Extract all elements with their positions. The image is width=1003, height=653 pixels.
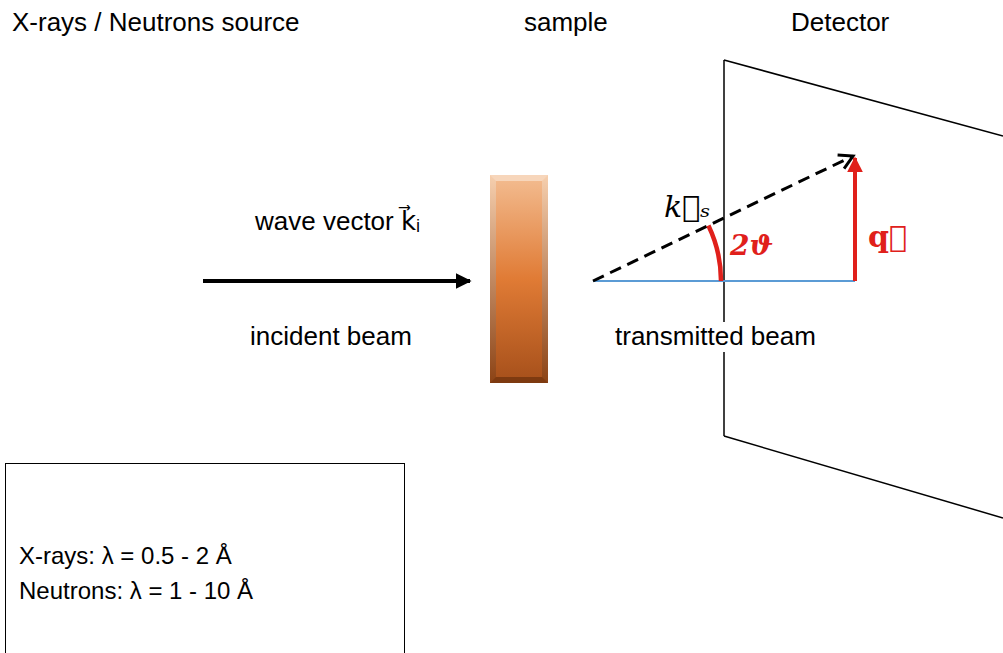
angle-label: 2ϑ — [730, 230, 773, 262]
sample-label: sample — [524, 8, 608, 38]
q-vector-arrow — [853, 158, 857, 281]
detector-plane — [724, 60, 1003, 518]
incident-beam-arrow — [203, 279, 470, 283]
info-box: X-rays: λ = 0.5 - 2 Å Neutrons: λ = 1 - 1… — [5, 463, 405, 653]
scattered-wave-vector — [593, 156, 853, 281]
wavelength-range-text: X-rays: λ = 0.5 - 2 Å — [19, 542, 391, 571]
q-vector-label: q⃗ — [868, 220, 907, 255]
sample-block — [490, 175, 548, 383]
transmitted-beam-label: transmitted beam — [612, 322, 819, 352]
wavelength-range-text: Neutrons: λ = 1 - 10 Å — [19, 577, 391, 606]
source-title: X-rays / Neutrons source — [12, 8, 300, 38]
angle-arc — [708, 226, 721, 282]
transmitted-beam-line — [593, 280, 855, 282]
wave-vector-label: wave vector k⃗ᵢ — [255, 207, 420, 237]
incident-beam-label: incident beam — [250, 322, 412, 352]
detector-label: Detector — [791, 8, 889, 38]
scattered-vector-label: k⃗ₛ — [664, 190, 710, 225]
